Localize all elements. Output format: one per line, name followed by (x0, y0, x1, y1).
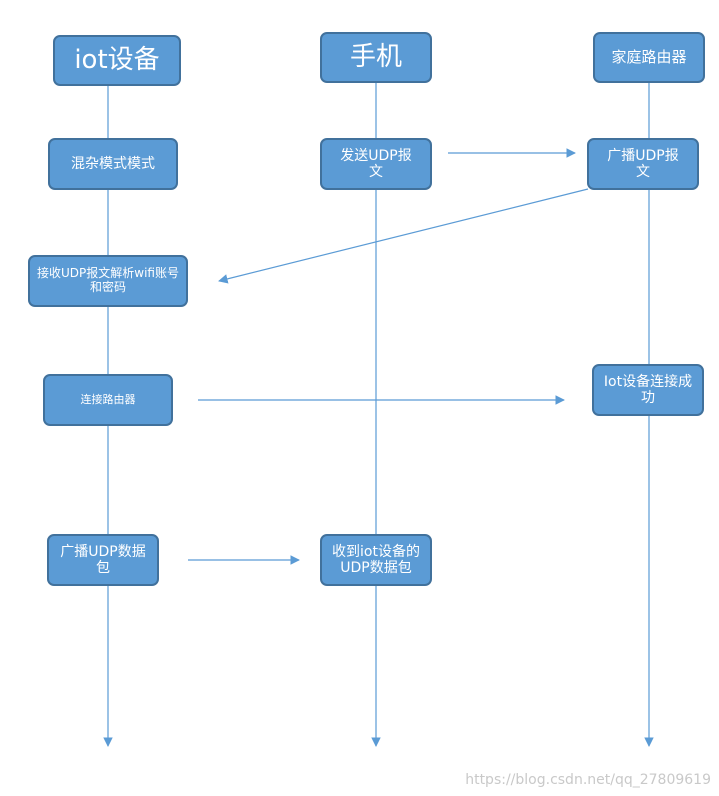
header-phone: 手机 (320, 32, 432, 83)
step-iot-connect-router: 连接路由器 (43, 374, 173, 426)
step-router-broadcast-label: 广播UDP报文 (607, 147, 679, 180)
step-iot-receive-parse: 接收UDP报文解析wifi账号和密码 (28, 255, 188, 307)
header-router: 家庭路由器 (593, 32, 705, 83)
step-iot-broadcast-udp: 广播UDP数据包 (47, 534, 159, 586)
step-iot-broadcast-label: 广播UDP数据包 (60, 543, 146, 576)
header-iot-device: iot设备 (53, 35, 181, 86)
header-iot-label: iot设备 (74, 44, 160, 75)
step-router-connect-success: Iot设备连接成功 (592, 364, 704, 416)
step-phone-send-udp: 发送UDP报文 (320, 138, 432, 190)
step-phone-send-label: 发送UDP报文 (340, 147, 412, 180)
step-router-success-label: Iot设备连接成功 (603, 373, 693, 406)
step-router-broadcast-udp: 广播UDP报文 (587, 138, 699, 190)
arrow-router-to-iot (218, 188, 589, 284)
step-promiscuous-mode: 混杂模式模式 (48, 138, 178, 190)
header-router-label: 家庭路由器 (611, 47, 687, 66)
step-phone-receive-label: 收到iot设备的UDP数据包 (332, 543, 420, 576)
step-promiscuous-label: 混杂模式模式 (71, 155, 155, 172)
step-iot-connect-label: 连接路由器 (80, 392, 136, 406)
watermark-url: https://blog.csdn.net/qq_27809619 (465, 772, 711, 788)
step-phone-receive-udp: 收到iot设备的UDP数据包 (320, 534, 432, 586)
header-phone-label: 手机 (349, 41, 402, 72)
step-iot-receive-label: 接收UDP报文解析wifi账号和密码 (37, 266, 179, 294)
